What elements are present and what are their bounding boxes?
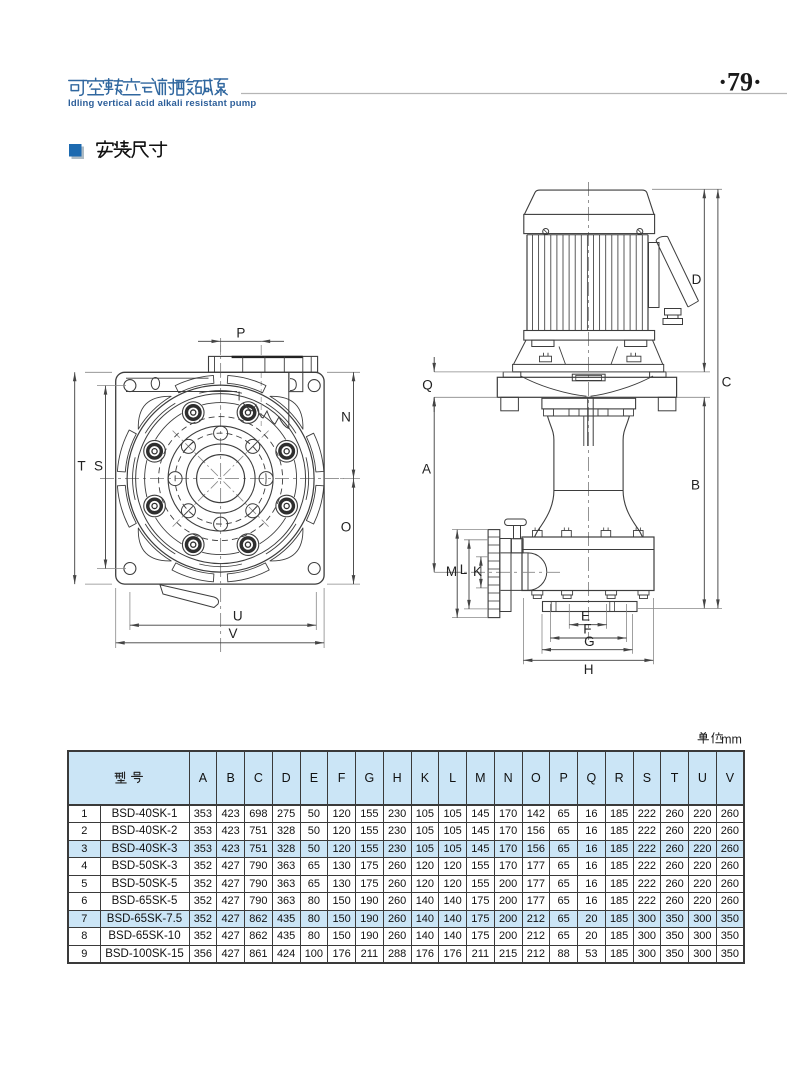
svg-text:B: B bbox=[691, 478, 700, 493]
svg-text:E: E bbox=[581, 609, 590, 624]
svg-text:F: F bbox=[583, 622, 591, 637]
svg-text:L: L bbox=[460, 562, 468, 577]
svg-text:C: C bbox=[722, 375, 732, 390]
svg-text:G: G bbox=[584, 634, 595, 649]
svg-text:K: K bbox=[473, 564, 482, 579]
svg-text:D: D bbox=[692, 272, 702, 287]
svg-text:M: M bbox=[446, 564, 457, 579]
svg-text:O: O bbox=[341, 520, 352, 535]
svg-text:S: S bbox=[94, 459, 103, 474]
svg-text:U: U bbox=[233, 609, 243, 624]
svg-text:A: A bbox=[422, 462, 431, 477]
svg-text:N: N bbox=[341, 410, 351, 425]
svg-text:·79·: ·79· bbox=[718, 68, 761, 97]
svg-text:H: H bbox=[584, 662, 594, 677]
svg-text:V: V bbox=[228, 626, 237, 641]
svg-text:mm: mm bbox=[721, 733, 742, 747]
svg-text:T: T bbox=[77, 459, 85, 474]
svg-text:Q: Q bbox=[422, 378, 433, 393]
svg-text:P: P bbox=[236, 326, 245, 341]
